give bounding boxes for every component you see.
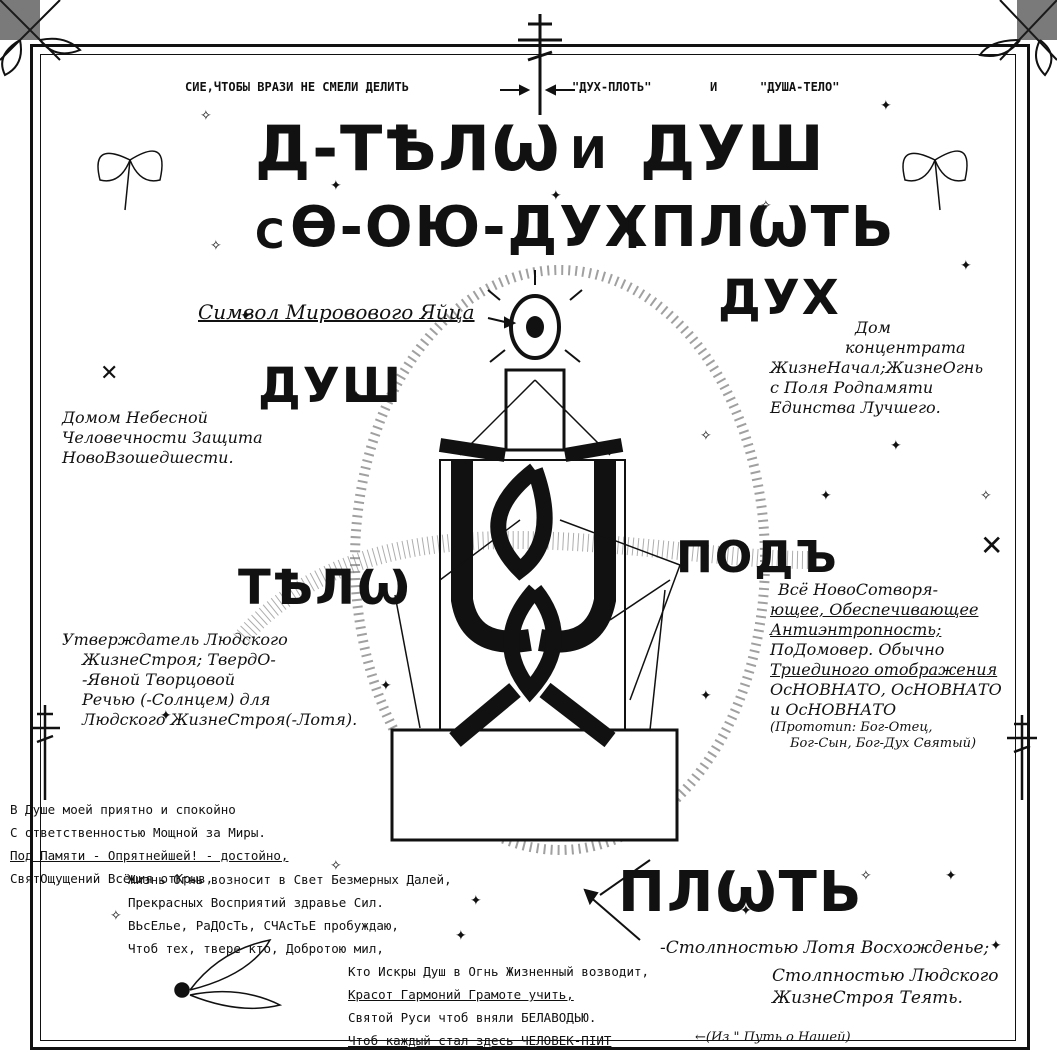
poem-line: СвятОщущений Всёшия отКрыв, [10, 871, 214, 886]
soul-label: ДУШ [258, 358, 404, 414]
svg-text:✦: ✦ [820, 488, 832, 504]
source-footnote: ←(Из " Путь о Нашей) [695, 1030, 851, 1045]
svg-text:✦: ✦ [380, 678, 392, 694]
header-prefix: СИЕ,ЧТОБЫ ВРАЗИ НЕ СМЕЛИ ДЕЛИТЬ [185, 80, 409, 94]
flesh-note-line3: ЖизнеСтроя Теять. [772, 988, 963, 1008]
angel-ornament-icon [97, 150, 968, 1010]
flesh-note-line2: Столпностью Людского [772, 966, 999, 986]
title-line1-body: Д-ТѢЛѠ [255, 112, 562, 185]
orthodox-cross-icon [518, 14, 562, 115]
spirit-note: Дом концентрата ЖизнеНачал;ЖизнеОгнь с П… [770, 318, 984, 417]
poem-block-left: В Душе моей приятно и спокойно С ответст… [10, 798, 288, 890]
svg-text:✦: ✦ [880, 98, 892, 114]
svg-text:✧: ✧ [210, 238, 222, 254]
poem-line: Чтоб тех, твере кто, Добротою мил, [128, 941, 384, 956]
flesh-label: ПЛѠТЬ [618, 860, 864, 925]
page-border-inner [40, 54, 1016, 1041]
poem-line: Кто Искры Душ в Огнь Жизненный возводит, [348, 964, 650, 979]
world-egg-icon [487, 270, 583, 363]
title-line2-flesh: ПЛѠТЬ [650, 195, 896, 260]
title-line2-spirit: Ѳ-ОЮ-ДУХ [290, 195, 650, 260]
page-border [30, 44, 1030, 1050]
orthodox-cross-icon [30, 705, 60, 800]
arrow-icon [487, 84, 651, 941]
header-quote-soul-body: "ДУША-ТЕЛО" [760, 80, 840, 94]
svg-text:✦: ✦ [550, 188, 562, 204]
svg-text:✦: ✦ [455, 928, 467, 944]
svg-text:✦: ✦ [740, 903, 752, 919]
svg-text:✦: ✦ [330, 178, 342, 194]
svg-text:✕: ✕ [980, 529, 1003, 562]
foundation-note: Всё НовоСотворя- ющее, Обеспечивающее Ан… [770, 580, 1002, 751]
title-line2-and: І [625, 212, 642, 258]
poem-line: В Душе моей приятно и спокойно [10, 802, 236, 817]
poem-block-right: Кто Искры Душ в Огнь Жизненный возводит,… [348, 960, 649, 1052]
svg-text:✧: ✧ [200, 108, 212, 124]
human-figure-diagram [390, 368, 681, 842]
poem-block-middle: Жизнь Огнь возносит в Свет Безмерных Дал… [128, 868, 452, 960]
svg-text:✦: ✦ [960, 258, 972, 274]
title-line1-soul: ДУШ [640, 112, 826, 185]
title-line2-with: С [255, 212, 287, 258]
poem-line: Святой Руси чтоб вняли БЕЛАВОДЬЮ. [348, 1010, 597, 1025]
header-quote-spirit-flesh: "ДУХ-ПЛОТЬ" [572, 80, 652, 94]
body-note: Утверждатель Людского ЖизнеСтроя; ТвердО… [62, 630, 358, 729]
svg-text:✦: ✦ [945, 868, 957, 884]
svg-text:✦: ✦ [470, 893, 482, 909]
world-egg-label: Символ Мировового Яйца [198, 300, 475, 324]
svg-text:✦: ✦ [890, 438, 902, 454]
poem-line: Под Памяти - Опрятнейшей! - достойно, [10, 848, 289, 863]
soul-note: Домом Небесной Человечности Защита НовоВ… [62, 408, 263, 467]
poem-line: Жизнь Огнь возносит в Свет Безмерных Дал… [128, 872, 452, 887]
poem-line: ВЬсЕлье, РаДОсТь, СЧАсТьЕ пробуждаю, [128, 918, 399, 933]
poem-line: Чтоб каждый стал здесь ЧЕЛОВЕК-ПІИТ [348, 1033, 612, 1048]
svg-text:✦: ✦ [160, 708, 172, 724]
body-label: ТѢЛѠ [238, 560, 412, 616]
poem-line: Прекрасных Восприятий здравье Сил. [128, 895, 384, 910]
svg-text:✧: ✧ [760, 198, 772, 214]
svg-text:✧: ✧ [980, 488, 992, 504]
svg-text:✧: ✧ [860, 868, 872, 884]
svg-text:✦: ✦ [240, 308, 252, 324]
svg-text:✧: ✧ [330, 858, 342, 874]
svg-text:✕: ✕ [100, 361, 118, 386]
title-line1-and: И [570, 128, 609, 179]
foundation-label: ПОДЪ [676, 532, 839, 583]
flesh-note-line1: -Столпностью Лотя Восхожденье; [660, 938, 990, 958]
orthodox-cross-icon [1007, 715, 1037, 800]
spirit-label: ДУХ [718, 270, 841, 326]
svg-text:✧: ✧ [700, 428, 712, 444]
poem-line: Красот Гармоний Грамоте учить, [348, 987, 574, 1002]
star-field: ✦ ✧ ✦ ✧ ✦ ✦ ✦ ✧ ✦ ✧ ✦ ✧ ✦ ✦ ✧ ✦ ✦ ✧ ✦ ✦ ✦ ✧ ✦ ✦ [110, 98, 1002, 954]
poem-line: С ответственностью Мощной за Миры. [10, 825, 266, 840]
header-conjunction: И [710, 80, 718, 94]
svg-text:✧: ✧ [110, 908, 122, 924]
svg-text:✦: ✦ [350, 388, 362, 404]
svg-text:✦: ✦ [700, 688, 712, 704]
svg-text:✦: ✦ [990, 938, 1002, 954]
